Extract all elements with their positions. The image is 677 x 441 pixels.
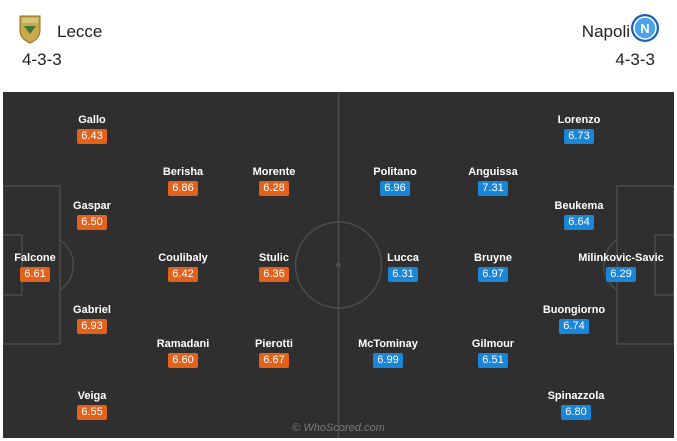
home-team-name: Lecce (57, 22, 103, 41)
away-player[interactable]: Spinazzola 6.80 (526, 390, 626, 420)
home-player[interactable]: Gallo 6.43 (42, 114, 142, 144)
player-rating: 6.93 (77, 319, 107, 334)
player-rating: 6.55 (77, 405, 107, 420)
player-rating: 6.50 (77, 215, 107, 230)
player-rating: 6.28 (259, 181, 289, 196)
player-name: Ramadani (156, 338, 210, 350)
away-player[interactable]: Lorenzo 6.73 (529, 114, 629, 144)
player-rating: 6.36 (259, 267, 289, 282)
home-player[interactable]: Pierotti 6.67 (224, 338, 324, 368)
player-name: Beukema (554, 200, 604, 212)
away-player[interactable]: Buongiorno 6.74 (524, 304, 624, 334)
away-player[interactable]: Gilmour 6.51 (443, 338, 543, 368)
player-rating: 6.31 (388, 267, 418, 282)
player-name: Gabriel (73, 304, 111, 316)
home-player[interactable]: Coulibaly 6.42 (133, 252, 233, 282)
svg-text:N: N (640, 21, 649, 36)
player-name: Veiga (77, 390, 107, 402)
player-name: Anguissa (468, 166, 518, 178)
home-player[interactable]: Veiga 6.55 (42, 390, 142, 420)
away-player[interactable]: Bruyne 6.97 (443, 252, 543, 282)
player-rating: 6.60 (168, 353, 198, 368)
player-rating: 6.99 (373, 353, 403, 368)
napoli-crest-icon: N (631, 14, 659, 42)
player-rating: 6.43 (77, 129, 107, 144)
away-player[interactable]: Milinkovic-Savic 6.29 (571, 252, 671, 282)
away-formation: 4-3-3 (615, 50, 655, 69)
away-player[interactable]: Anguissa 7.31 (443, 166, 543, 196)
home-player[interactable]: Ramadani 6.60 (133, 338, 233, 368)
player-rating: 6.67 (259, 353, 289, 368)
player-rating: 6.97 (478, 267, 508, 282)
away-player[interactable]: Beukema 6.64 (529, 200, 629, 230)
player-name: McTominay (358, 338, 418, 350)
player-name: Politano (373, 166, 417, 178)
player-name: Morente (252, 166, 296, 178)
player-name: Lucca (387, 252, 419, 264)
player-name: Milinkovic-Savic (578, 252, 664, 264)
player-name: Gallo (78, 114, 106, 126)
player-name: Gilmour (471, 338, 515, 350)
player-name: Falcone (14, 252, 56, 264)
pitch: Gallo 6.43 Gaspar 6.50 Falcone 6.61 Gabr… (3, 92, 674, 438)
home-formation: 4-3-3 (22, 50, 62, 69)
player-name: Spinazzola (547, 390, 605, 402)
pitch-markings (3, 92, 674, 438)
home-player[interactable]: Gabriel 6.93 (42, 304, 142, 334)
match-header: Lecce 4-3-3 Napoli N 4-3-3 (0, 0, 677, 92)
away-player[interactable]: McTominay 6.99 (338, 338, 438, 368)
player-name: Coulibaly (158, 252, 208, 264)
player-rating: 6.80 (561, 405, 591, 420)
player-rating: 6.64 (564, 215, 594, 230)
player-rating: 6.42 (168, 267, 198, 282)
away-team-name: Napoli (581, 22, 630, 41)
home-player[interactable]: Stulic 6.36 (224, 252, 324, 282)
away-player[interactable]: Lucca 6.31 (353, 252, 453, 282)
home-player[interactable]: Falcone 6.61 (3, 252, 85, 282)
player-name: Pierotti (255, 338, 293, 350)
player-rating: 6.29 (606, 267, 636, 282)
player-rating: 6.61 (20, 267, 50, 282)
watermark: © WhoScored.com (292, 422, 385, 434)
player-name: Bruyne (474, 252, 512, 264)
player-rating: 6.73 (564, 129, 594, 144)
away-player[interactable]: Politano 6.96 (345, 166, 445, 196)
player-name: Lorenzo (557, 114, 601, 126)
home-player[interactable]: Berisha 6.86 (133, 166, 233, 196)
player-name: Buongiorno (542, 304, 606, 316)
player-rating: 6.74 (559, 319, 589, 334)
player-rating: 7.31 (478, 181, 508, 196)
player-name: Stulic (259, 252, 289, 264)
lecce-crest-icon (19, 15, 41, 44)
home-player[interactable]: Gaspar 6.50 (42, 200, 142, 230)
player-name: Berisha (162, 166, 204, 178)
player-rating: 6.86 (168, 181, 198, 196)
player-name: Gaspar (73, 200, 111, 212)
player-rating: 6.51 (478, 353, 508, 368)
home-player[interactable]: Morente 6.28 (224, 166, 324, 196)
player-rating: 6.96 (380, 181, 410, 196)
